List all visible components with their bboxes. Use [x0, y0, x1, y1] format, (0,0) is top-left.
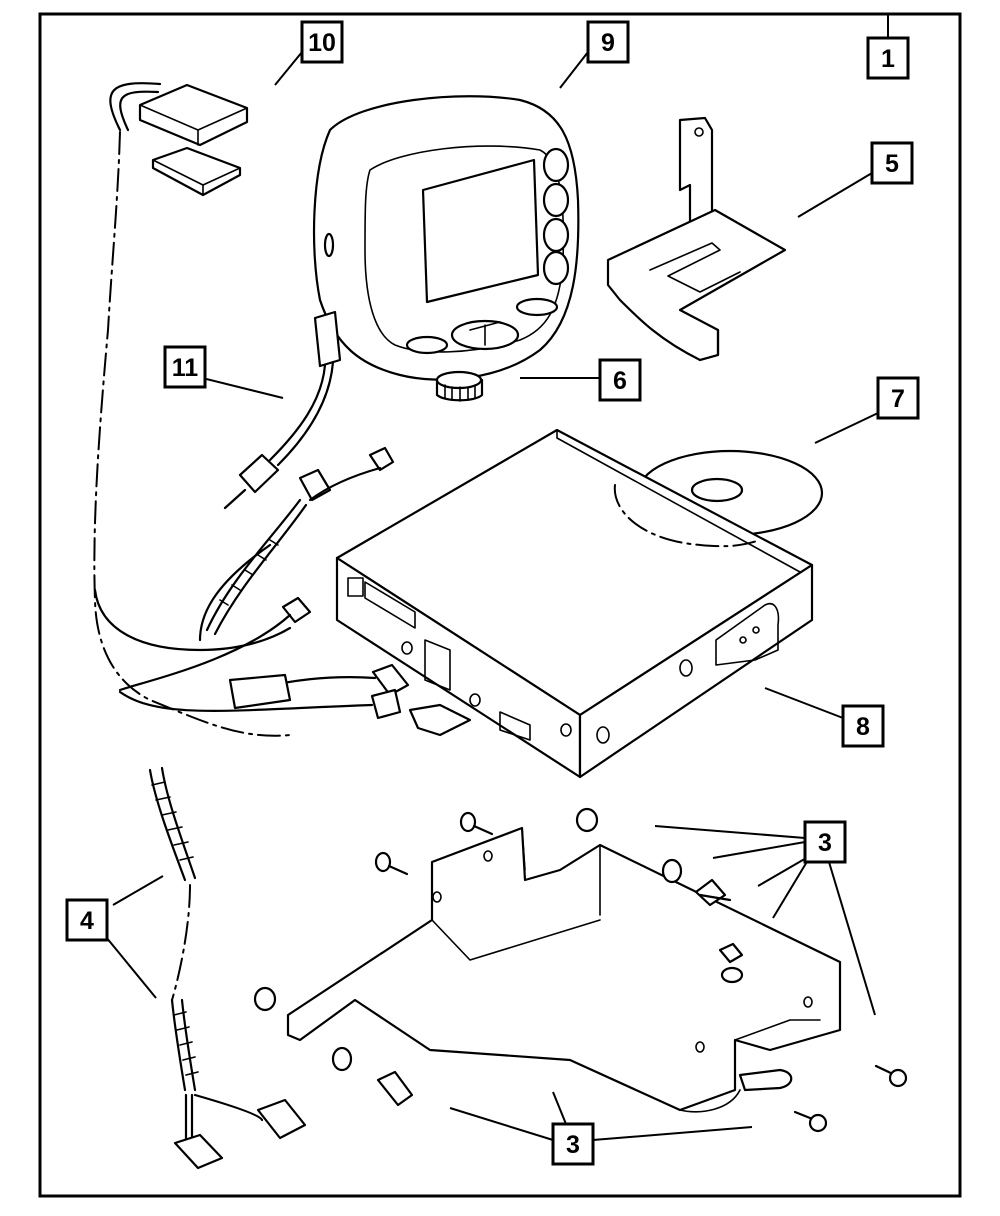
callout-1-label: 1: [881, 45, 895, 73]
callout-8-label: 8: [856, 713, 870, 741]
receiver-mount-bracket: [286, 826, 842, 1113]
callout-11: 11: [163, 345, 207, 389]
navigation-receiver-module: [335, 428, 814, 779]
display-screen-unit: [312, 95, 580, 381]
mounting-knob: [435, 370, 484, 402]
callout-9: 9: [586, 20, 630, 64]
callout-1: 1: [866, 36, 910, 80]
mounting-fasteners: [253, 807, 908, 1133]
antenna-cable: [93, 131, 291, 737]
callout-5: 5: [870, 141, 914, 185]
callout-7: 7: [876, 376, 920, 420]
screen: [421, 158, 540, 304]
callout-11-label: 11: [172, 354, 199, 382]
callout-3-upper-label: 3: [818, 829, 832, 857]
callout-8: 8: [841, 704, 885, 748]
callout-3-lower: 3: [551, 1122, 595, 1166]
callout-4: 4: [65, 898, 109, 942]
callout-9-label: 9: [601, 29, 615, 57]
callout-6: 6: [598, 358, 642, 402]
callout-3-lower-label: 3: [566, 1131, 580, 1159]
callout-10: 10: [300, 20, 344, 64]
callout-10-label: 10: [308, 29, 336, 57]
callout-7-label: 7: [891, 385, 905, 413]
antenna-cable-lead: [93, 588, 292, 652]
display-cable: [223, 310, 342, 510]
diagram-frame: [38, 12, 962, 1198]
gps-antenna: [109, 82, 249, 197]
callout-6-label: 6: [613, 367, 627, 395]
callout-4-label: 4: [80, 907, 94, 935]
display-mount-bracket: [606, 116, 787, 362]
callout-3-upper: 3: [803, 820, 847, 864]
callout-5-label: 5: [885, 150, 899, 178]
leader-lines: [105, 15, 889, 1141]
main-wiring-harness: [118, 446, 472, 1170]
